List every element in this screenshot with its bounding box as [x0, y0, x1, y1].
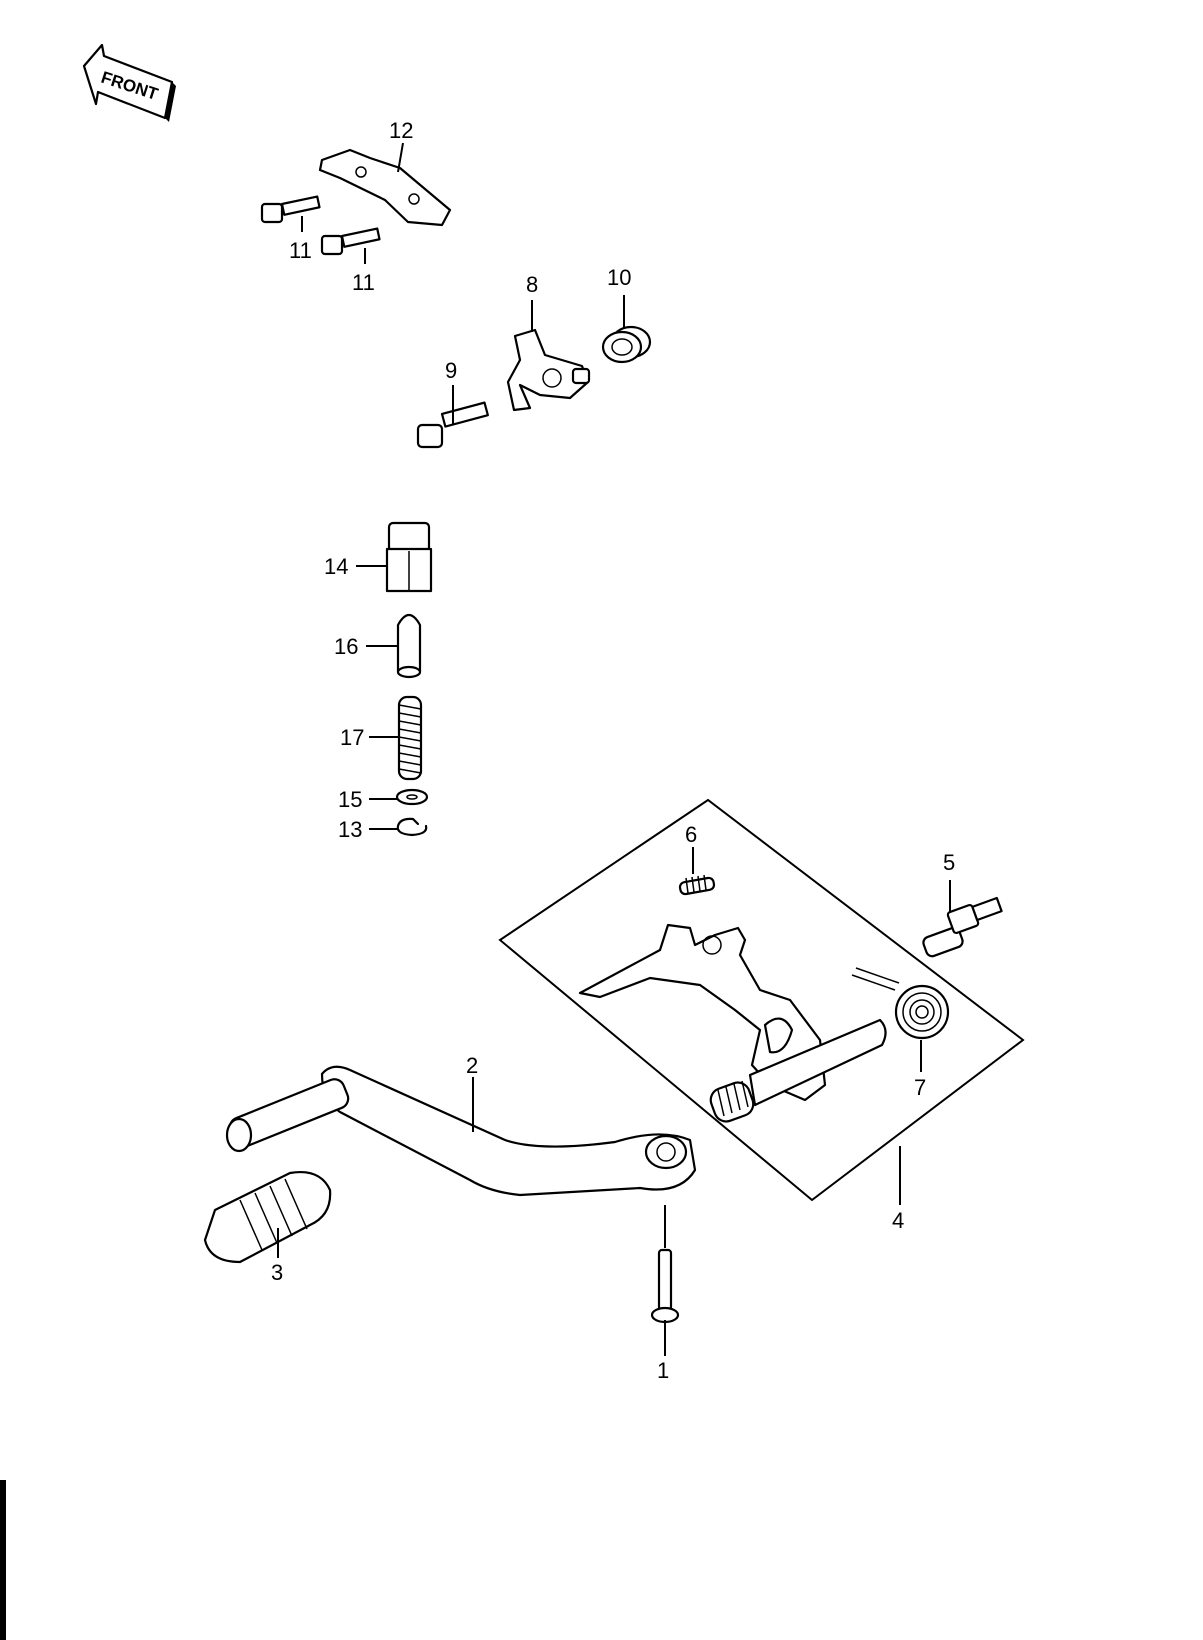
- callout-14: 14: [324, 554, 348, 579]
- callout-5: 5: [943, 850, 955, 875]
- bracket-plate-part-12: [318, 148, 452, 227]
- callout-8: 8: [526, 272, 538, 297]
- rubber-footrest-part-3: [203, 1171, 332, 1264]
- callout-11b: 11: [352, 270, 375, 295]
- shift-arm-assembly: [578, 923, 887, 1123]
- callout-16: 16: [334, 634, 358, 659]
- callout-9: 9: [445, 358, 457, 383]
- assembly-frame-part-4: [498, 798, 1025, 1202]
- small-spring-part-6: [678, 874, 716, 896]
- pin-part-16: [396, 613, 422, 679]
- plug-part-14: [385, 521, 433, 593]
- callout-7: 7: [914, 1075, 926, 1100]
- clamp-bolt-part-1: [650, 1248, 680, 1324]
- callout-4: 4: [892, 1208, 904, 1233]
- callout-6: 6: [685, 822, 697, 847]
- stud-bolt-part-5: [922, 896, 1003, 958]
- circlip-part-13: [396, 817, 428, 837]
- scan-edge-mark: [0, 1480, 6, 1640]
- washer-part-15: [395, 788, 429, 806]
- callout-13: 13: [338, 817, 362, 842]
- callout-17: 17: [340, 725, 364, 750]
- bolt-part-11a: [260, 195, 321, 224]
- collar-part-10: [601, 325, 652, 364]
- stopper-arm-part-8: [506, 328, 591, 412]
- callout-10: 10: [607, 265, 631, 290]
- callout-1: 1: [657, 1358, 669, 1383]
- callout-2: 2: [466, 1053, 478, 1078]
- callout-12: 12: [389, 118, 413, 143]
- spring-part-17: [397, 695, 423, 781]
- callout-3: 3: [271, 1260, 283, 1285]
- front-arrow-icon: FRONT: [82, 43, 176, 122]
- torsion-spring-part-7: [851, 967, 950, 1040]
- bolt-part-11b: [320, 227, 381, 256]
- callout-15: 15: [338, 787, 362, 812]
- pedal-lever-part-2: [225, 1065, 697, 1197]
- callout-11a: 11: [289, 238, 312, 263]
